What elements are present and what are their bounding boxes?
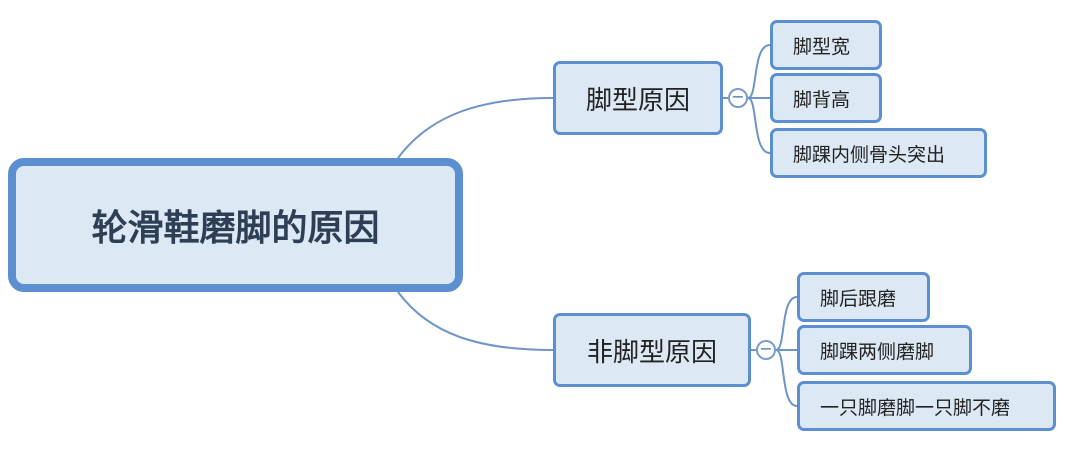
connector-root-branch-1 <box>397 97 554 159</box>
root-label: 轮滑鞋磨脚的原因 <box>91 208 380 249</box>
leaf-node[interactable]: 脚型宽 <box>770 20 882 70</box>
branch-node-foot-shape[interactable]: 脚型原因 <box>553 61 723 135</box>
connector-branch-1-leaf-3 <box>747 97 771 154</box>
branch-label: 非脚型原因 <box>586 337 717 368</box>
leaf-node[interactable]: 脚踝内侧骨头突出 <box>770 128 987 178</box>
collapse-toggle-icon[interactable]: − <box>756 340 776 360</box>
connector-branch-2-leaf-3 <box>775 349 798 407</box>
leaf-node[interactable]: 一只脚磨脚一只脚不磨 <box>797 381 1056 431</box>
leaf-node[interactable]: 脚背高 <box>770 73 882 123</box>
connector-branch-1-leaf-1 <box>747 44 771 99</box>
root-node[interactable]: 轮滑鞋磨脚的原因 <box>8 158 463 292</box>
leaf-label: 一只脚磨脚一只脚不磨 <box>820 396 1011 419</box>
leaf-label: 脚踝内侧骨头突出 <box>793 143 946 166</box>
branch-label: 脚型原因 <box>585 85 690 116</box>
collapse-toggle-icon[interactable]: − <box>728 88 748 108</box>
connector-root-branch-2 <box>397 291 554 351</box>
leaf-label: 脚型宽 <box>793 35 851 58</box>
leaf-node[interactable]: 脚后跟磨 <box>797 272 930 322</box>
leaf-label: 脚踝两侧磨脚 <box>820 340 935 363</box>
leaf-label: 脚背高 <box>793 88 851 111</box>
branch-node-non-foot-shape[interactable]: 非脚型原因 <box>553 313 751 387</box>
connector-branch-2-leaf-1 <box>775 296 798 351</box>
leaf-node[interactable]: 脚踝两侧磨脚 <box>797 325 972 375</box>
leaf-label: 脚后跟磨 <box>820 287 897 310</box>
